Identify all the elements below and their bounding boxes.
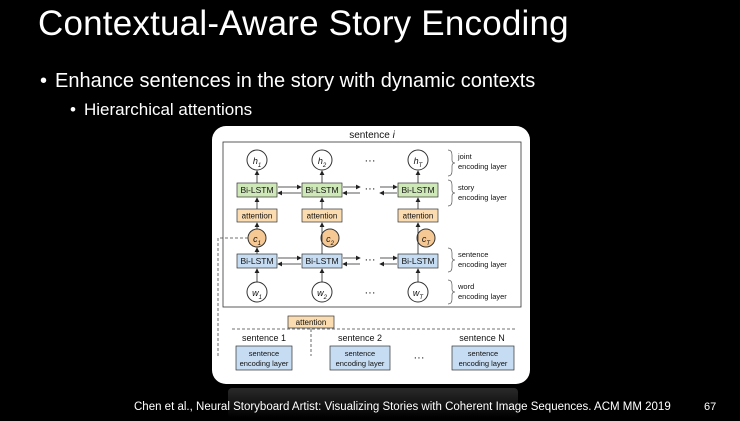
svg-text:sentence: sentence: [249, 349, 279, 358]
slide-title: Contextual-Aware Story Encoding: [38, 4, 569, 43]
bottom-attention-label: attention: [296, 318, 327, 327]
c-node: [320, 228, 340, 248]
attention-label: attention: [307, 212, 338, 221]
recurrent-arrows: [277, 184, 398, 267]
svg-text:encoding layer: encoding layer: [458, 260, 507, 269]
sentence-box-1: sentence 1 sentence encoding layer: [235, 333, 293, 371]
h-node: [311, 149, 333, 171]
sentence-box-N: sentence N sentence encoding layer: [451, 333, 515, 371]
svg-text:sentence N: sentence N: [459, 333, 505, 343]
ellipsis-story: ···: [365, 183, 376, 195]
bottom-attention-box: [287, 315, 335, 329]
panel-reflection: [228, 388, 518, 418]
bullet-2-text: Hierarchical attentions: [83, 100, 253, 119]
svg-text:h1: h1: [253, 156, 261, 169]
sentence-frame: [222, 141, 522, 308]
svg-text:word: word: [457, 282, 474, 291]
dashed-link: [217, 237, 248, 358]
ellipsis-sentence: ···: [365, 254, 376, 266]
svg-text:cT: cT: [422, 234, 432, 247]
column-2: h2 Bi-LSTM attention c2 Bi-LSTM w2: [301, 149, 343, 303]
svg-text:h2: h2: [318, 156, 327, 169]
h-node: [246, 149, 268, 171]
svg-text:sentence 2: sentence 2: [338, 333, 382, 343]
page-number: 67: [704, 401, 717, 413]
diagram-panel: sentence i h1 Bi-LSTM attention c1 Bi-LS…: [212, 126, 530, 384]
h-node: [407, 149, 429, 171]
svg-text:sentence: sentence: [345, 349, 375, 358]
svg-text:encoding layer: encoding layer: [336, 359, 385, 368]
bullet-2: • Hierarchical attentions: [70, 100, 252, 120]
ellipsis-sentences: ···: [414, 352, 425, 364]
svg-text:sentence 1: sentence 1: [242, 333, 286, 343]
bullet-dot-icon: •: [70, 100, 76, 119]
bullet-dot-icon: •: [40, 70, 48, 92]
svg-text:encoding layer: encoding layer: [458, 162, 507, 171]
bilstm-label: Bi-LSTM: [240, 256, 273, 266]
sentence-box-2: sentence 2 sentence encoding layer: [329, 333, 391, 371]
bilstm-label: Bi-LSTM: [305, 256, 338, 266]
svg-text:joint: joint: [457, 152, 473, 161]
svg-text:encoding layer: encoding layer: [458, 292, 507, 301]
bilstm-label: Bi-LSTM: [401, 185, 434, 195]
svg-text:sentence: sentence: [468, 349, 498, 358]
svg-text:wT: wT: [413, 288, 425, 301]
svg-text:encoding layer: encoding layer: [240, 359, 289, 368]
citation-footer: Chen et al., Neural Storyboard Artist: V…: [134, 401, 671, 413]
svg-text:story: story: [458, 183, 475, 192]
ellipsis-w: ···: [365, 287, 376, 299]
layer-labels: joint encoding layer story encoding laye…: [447, 149, 507, 305]
attention-label: attention: [403, 212, 434, 221]
svg-text:encoding layer: encoding layer: [459, 359, 508, 368]
attention-label: attention: [242, 212, 273, 221]
sentence-i-label: sentence i: [349, 130, 395, 141]
svg-text:c1: c1: [253, 234, 261, 247]
architecture-diagram: sentence i h1 Bi-LSTM attention c1 Bi-LS…: [217, 130, 522, 371]
column-1: h1 Bi-LSTM attention c1 Bi-LSTM w1: [236, 149, 278, 303]
svg-text:hT: hT: [414, 156, 424, 169]
c-node: [416, 228, 436, 248]
svg-text:sentence: sentence: [458, 250, 488, 259]
bullet-1-text: Enhance sentences in the story with dyna…: [55, 70, 536, 92]
bilstm-label: Bi-LSTM: [240, 185, 273, 195]
column-T: hT Bi-LSTM attention cT Bi-LSTM wT: [397, 149, 439, 303]
svg-text:encoding layer: encoding layer: [458, 193, 507, 202]
bullet-1: • Enhance sentences in the story with dyn…: [40, 70, 535, 93]
bilstm-label: Bi-LSTM: [401, 256, 434, 266]
bilstm-label: Bi-LSTM: [305, 185, 338, 195]
svg-text:w1: w1: [252, 288, 262, 301]
svg-text:w2: w2: [317, 288, 328, 301]
svg-text:c2: c2: [326, 234, 335, 247]
ellipsis-h: ···: [365, 155, 376, 167]
